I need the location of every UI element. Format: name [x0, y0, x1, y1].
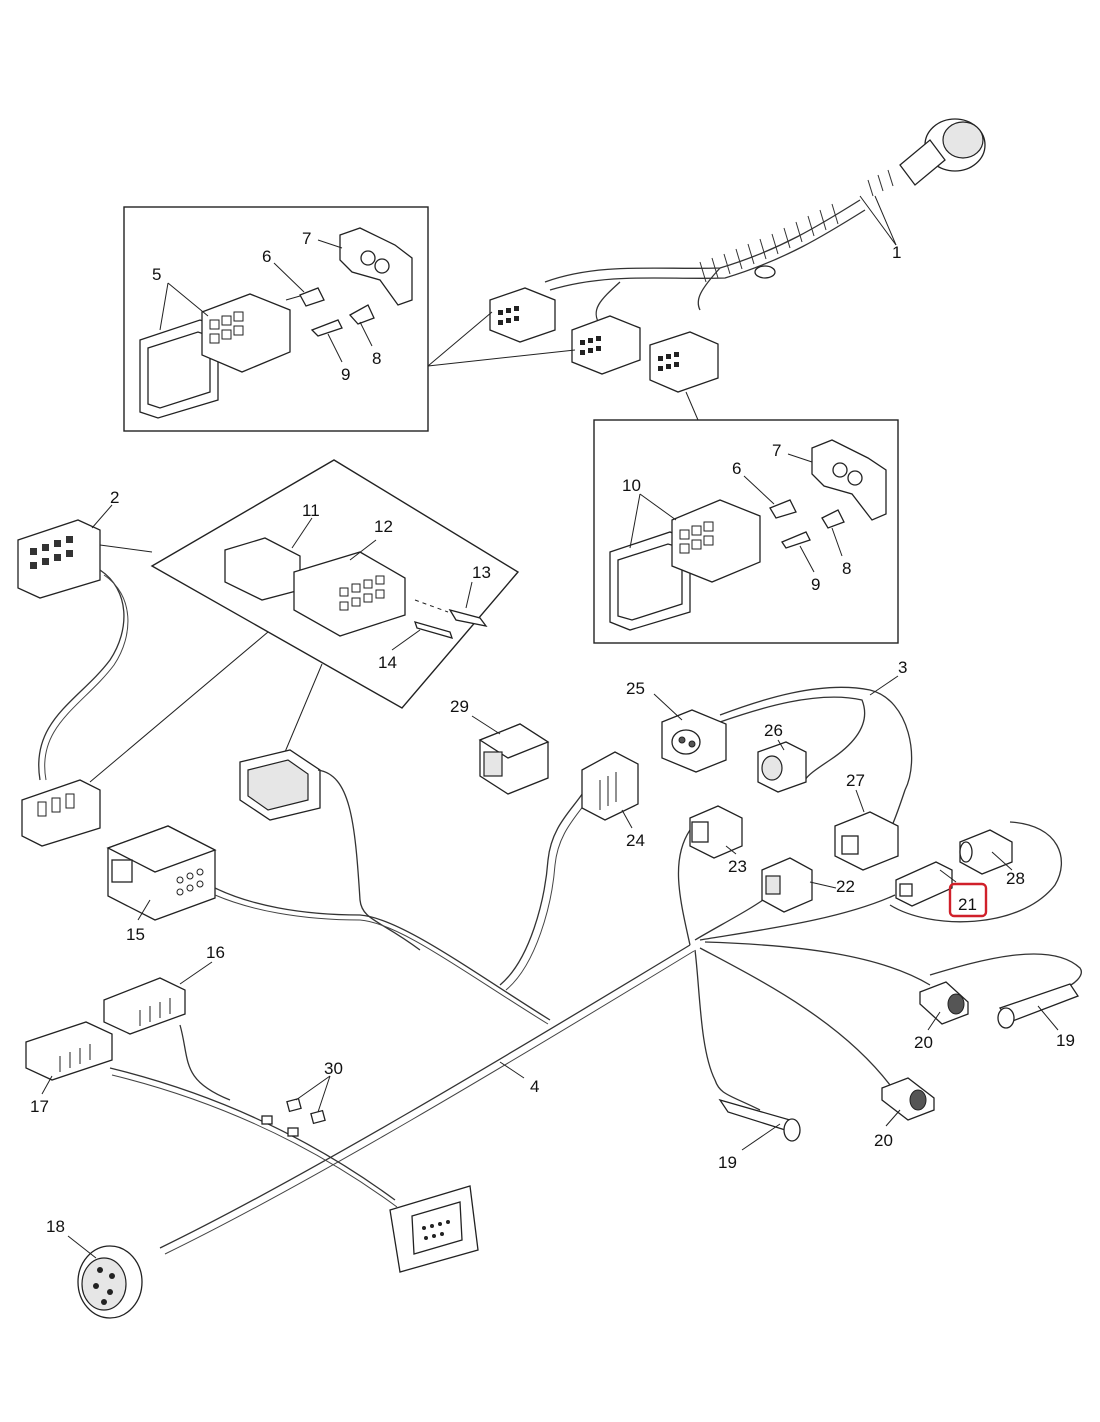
connector-20-lower: [881, 1077, 935, 1121]
callout-22: 22: [836, 877, 855, 896]
trunk-4: [109, 944, 695, 1255]
callout-7-inset-a: 7: [302, 229, 311, 248]
inset-a-parts: [139, 227, 413, 419]
connector-23: [689, 805, 743, 859]
connector-28: [959, 829, 1013, 875]
callout-7-inset-b: 7: [772, 441, 781, 460]
callout-29: 29: [450, 697, 469, 716]
callout-8-inset-b: 8: [842, 559, 851, 578]
connector-19-upper: [997, 983, 1079, 1029]
callout-4: 4: [530, 1077, 539, 1096]
callout-21[interactable]: 21: [958, 895, 977, 914]
connector-2-mate: [21, 779, 101, 847]
connector-18: [77, 1245, 143, 1319]
inset-frame-connector-12: [150, 459, 520, 709]
callout-5-inset-a: 5: [152, 265, 161, 284]
callout-9-inset-a: 9: [341, 365, 350, 384]
connector-22: [761, 857, 813, 913]
callout-6-inset-b: 6: [732, 459, 741, 478]
connector-12-installed: [239, 749, 321, 821]
callout-23: 23: [728, 857, 747, 876]
callout-9-inset-b: 9: [811, 575, 820, 594]
callout-18: 18: [46, 1217, 65, 1236]
callout-30: 30: [324, 1059, 343, 1078]
connector-16: [103, 977, 186, 1035]
callout-1: 1: [892, 243, 901, 262]
callout-17: 17: [30, 1097, 49, 1116]
harness-connector-b: [571, 315, 641, 375]
callout-16: 16: [206, 943, 225, 962]
callout-10: 10: [622, 476, 641, 495]
connector-26: [757, 741, 807, 793]
callout-19-lower: 19: [718, 1153, 737, 1172]
harness-connector-c: [649, 331, 719, 393]
callout-27: 27: [846, 771, 865, 790]
right-branches: [677, 686, 1082, 1111]
connector-29: [478, 723, 550, 795]
connector-27: [834, 811, 899, 871]
callout-19-upper: 19: [1056, 1031, 1075, 1050]
connector-24: [581, 751, 639, 821]
callout-6-inset-a: 6: [262, 247, 271, 266]
inset-frame-connector-5: [123, 206, 429, 432]
callout-14: 14: [378, 653, 397, 672]
callout-25: 25: [626, 679, 645, 698]
d-sub-connector: [389, 1185, 479, 1273]
callout-12: 12: [374, 517, 393, 536]
inset-c-parts: [224, 537, 488, 639]
callout-26: 26: [764, 721, 783, 740]
connector-2: [17, 519, 101, 599]
connector-20-upper: [919, 981, 969, 1025]
main-harness-1: [544, 118, 986, 326]
callout-8-inset-a: 8: [372, 349, 381, 368]
leader-lines: [41, 239, 1059, 1259]
harness-connector-a: [489, 287, 556, 343]
callout-2: 2: [110, 488, 119, 507]
inset-b-parts: [609, 439, 887, 631]
callout-20-lower: 20: [874, 1131, 893, 1150]
callout-20-upper: 20: [914, 1033, 933, 1052]
callout-28: 28: [1006, 869, 1025, 888]
highlight-box-21: [948, 882, 988, 918]
connector-25: [661, 709, 727, 773]
callout-13: 13: [472, 563, 491, 582]
callout-11: 11: [302, 501, 320, 520]
clips-30: [261, 1097, 326, 1137]
callout-15: 15: [126, 925, 145, 944]
callout-3: 3: [898, 658, 907, 677]
inset-frame-connector-10: [593, 419, 899, 644]
connector-15: [106, 825, 217, 921]
connector-17: [25, 1021, 113, 1081]
connector-21: [895, 861, 953, 907]
callout-24: 24: [626, 831, 645, 850]
connector-19-lower: [718, 1098, 801, 1142]
